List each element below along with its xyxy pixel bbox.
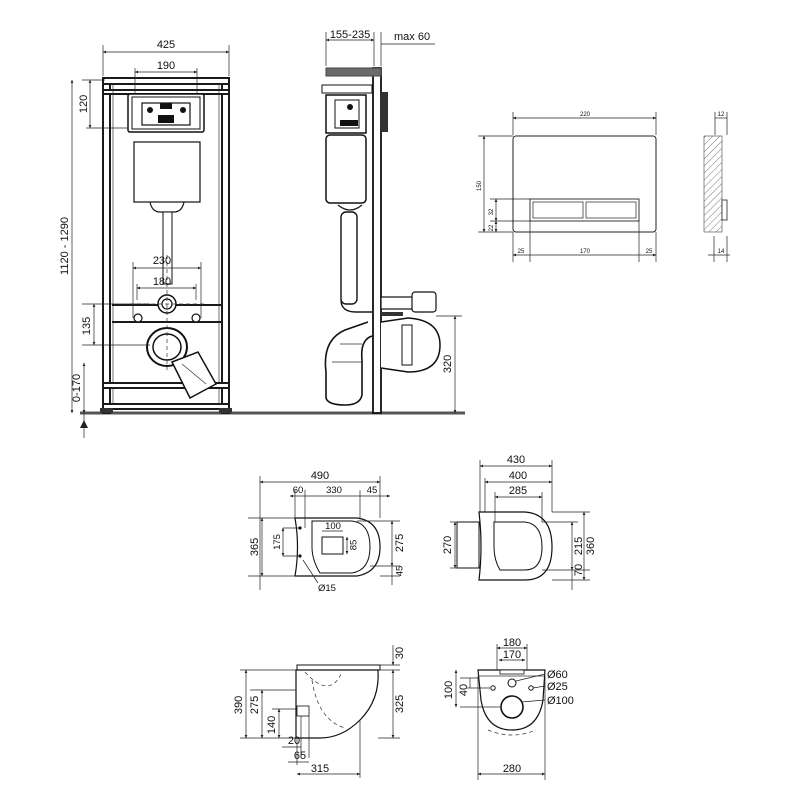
back-h40-label: 40 — [458, 684, 470, 696]
bowl-h275-label: 275 — [394, 534, 406, 552]
back-h100-label: 100 — [443, 681, 455, 699]
back-d25-label: Ø25 — [547, 681, 568, 693]
seat-w285-label: 285 — [509, 485, 527, 497]
side-h20-label: 20 — [288, 735, 300, 747]
back-w280-label: 280 — [503, 763, 521, 775]
foot-label: 0-170 — [71, 374, 83, 402]
button-mid-label: 170 — [580, 249, 591, 255]
side-h140-label: 140 — [266, 716, 278, 734]
seat-top-view — [456, 511, 553, 581]
seat-w400-label: 400 — [509, 470, 527, 482]
bowl-side-dimensions: 30 390 275 325 140 20 65 315 — [233, 645, 406, 778]
h135-label: 135 — [81, 317, 93, 335]
back-d60-label: Ø60 — [547, 669, 568, 681]
total-height-label: 1120 - 1290 — [59, 217, 71, 275]
bowl-h45-label: 45 — [394, 566, 405, 577]
bowl-w490-label: 490 — [311, 470, 329, 482]
bowl-h85-label: 85 — [348, 540, 359, 551]
seat-h70-label: 70 — [573, 564, 585, 576]
button-height-label: 150 — [477, 180, 483, 191]
bowl-back-view — [477, 669, 546, 736]
bowl-w45-label: 45 — [367, 485, 378, 496]
side-h275-label: 275 — [249, 696, 261, 714]
side-h65-label: 65 — [294, 750, 306, 762]
back-w170-label: 170 — [503, 649, 521, 661]
side-h390-label: 390 — [233, 696, 245, 714]
front-width-label: 425 — [157, 39, 175, 51]
button-depth-bottom-label: 14 — [718, 249, 725, 255]
frame-side-view — [321, 67, 441, 414]
bowl-top-dimensions: 490 60 330 45 100 365 175 85 275 45 Ø15 — [248, 470, 406, 594]
seat-top-dimensions: 430 400 285 270 215 360 70 — [442, 454, 597, 590]
button-width-label: 220 — [580, 112, 591, 118]
button-h22-label: 22 — [489, 224, 495, 231]
depth-label: 155-235 — [330, 29, 370, 41]
side-h325-label: 325 — [394, 695, 406, 713]
bowl-w100-label: 100 — [325, 521, 341, 532]
bowl-side-view — [295, 664, 381, 739]
seat-h360-label: 360 — [585, 537, 597, 555]
top-height-label: 120 — [78, 95, 90, 113]
bowl-d15-label: Ø15 — [318, 583, 336, 594]
inner-width-label: 190 — [157, 60, 175, 72]
wall-label: max 60 — [394, 31, 430, 43]
h320-label: 320 — [442, 355, 454, 373]
back-d100-label: Ø100 — [547, 695, 574, 707]
button-h32-label: 32 — [489, 208, 495, 215]
side-dimensions: 155-235 max 60 320 — [325, 29, 462, 414]
seat-h270-label: 270 — [442, 536, 454, 554]
button-depth-top-label: 12 — [718, 112, 725, 118]
seat-h215-label: 215 — [573, 537, 585, 555]
side-w315-label: 315 — [311, 763, 329, 775]
flush-button-front: 220 150 32 22 25 170 25 — [477, 112, 657, 262]
bowl-h175-label: 175 — [272, 534, 283, 550]
side-h30-label: 30 — [394, 647, 406, 659]
h230-label: 230 — [153, 255, 171, 267]
back-w180-label: 180 — [503, 637, 521, 649]
button-left-label: 25 — [518, 249, 525, 255]
h180-label: 180 — [153, 276, 171, 288]
bowl-back-dimensions: 180 170 40 100 Ø60 Ø25 Ø100 280 — [443, 637, 574, 780]
bowl-w330-label: 330 — [326, 485, 342, 496]
frame-front-view — [100, 77, 232, 414]
bowl-top-view — [294, 517, 381, 577]
bowl-w60-label: 60 — [293, 485, 304, 496]
bowl-h365-label: 365 — [249, 538, 261, 556]
flush-button-side: 12 14 — [703, 112, 730, 262]
front-dimensions: 425 190 120 1120 - 1290 230 180 135 0-17… — [59, 39, 230, 438]
button-right-label: 25 — [646, 249, 653, 255]
seat-w430-label: 430 — [507, 454, 525, 466]
